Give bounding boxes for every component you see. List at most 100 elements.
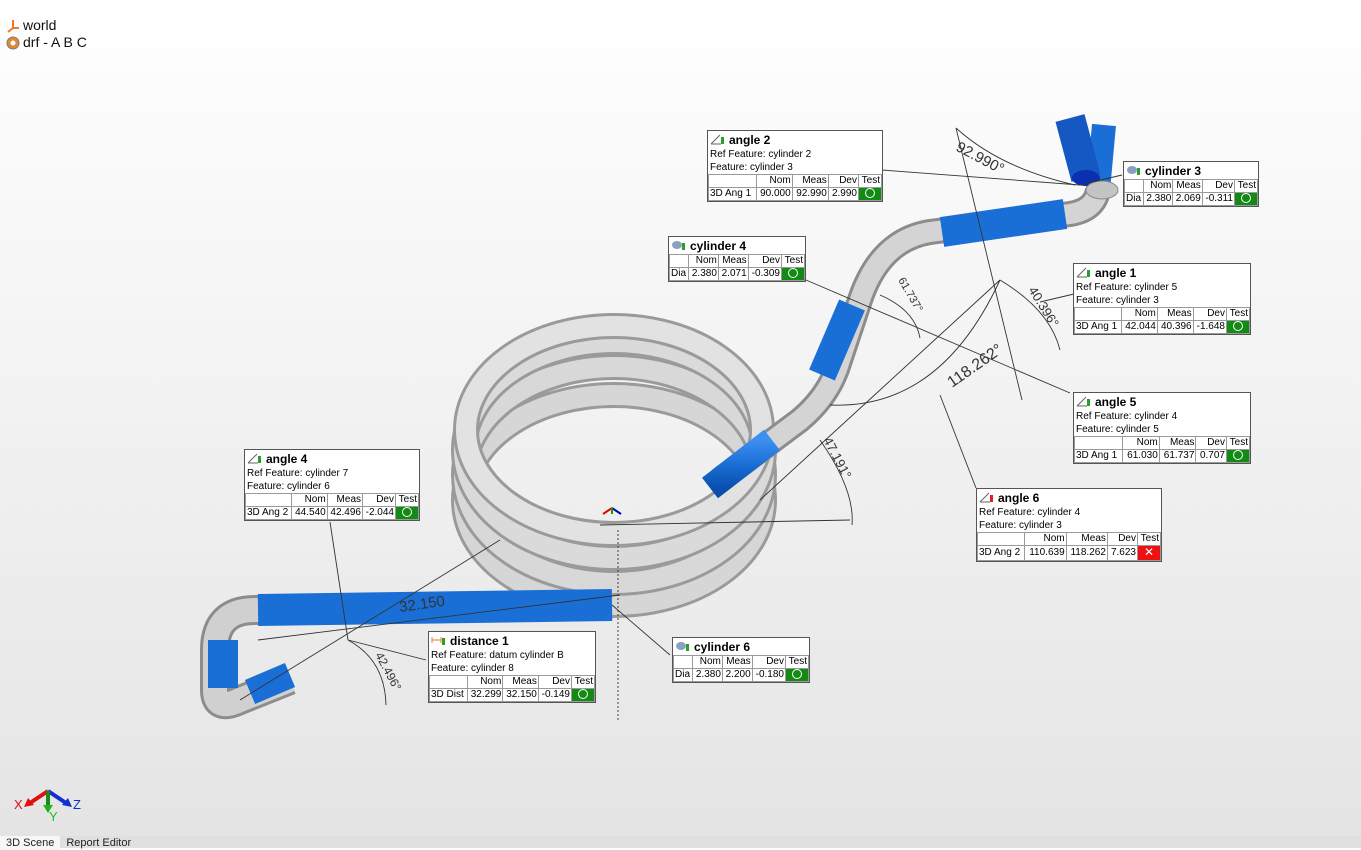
callout-title: cylinder 4	[690, 239, 747, 253]
callout-title: angle 6	[998, 491, 1040, 505]
pipe-lower	[200, 589, 613, 720]
dim-118262: 118.262°	[945, 341, 1006, 391]
feature: Feature: cylinder 3	[979, 520, 1062, 531]
angle-icon	[1076, 395, 1092, 410]
callout-title: cylinder 3	[1145, 164, 1202, 178]
pass-status	[858, 187, 882, 201]
callout-title: cylinder 6	[694, 640, 751, 654]
pass-icon	[788, 268, 798, 279]
callout-angle-4[interactable]: angle 4 Ref Feature: cylinder 7 Feature:…	[244, 449, 420, 521]
dim-42496: 42.496°	[372, 650, 404, 693]
dimension-lines	[239, 127, 1123, 720]
feature-tree: world drf - A B C	[6, 17, 87, 51]
tree-item-label: drf - A B C	[23, 34, 87, 50]
tab-report-editor[interactable]: Report Editor	[66, 837, 132, 849]
cylinder-icon	[1126, 164, 1142, 179]
pass-icon	[865, 188, 875, 199]
callout-angle-6[interactable]: angle 6 Ref Feature: cylinder 4 Feature:…	[976, 488, 1162, 562]
pass-icon	[402, 507, 412, 518]
pass-status	[781, 267, 805, 281]
distance-icon	[431, 634, 447, 649]
feature: Feature: cylinder 8	[431, 663, 514, 674]
pass-icon	[1233, 450, 1243, 461]
ref-feature: Ref Feature: cylinder 5	[1076, 282, 1178, 293]
tab-3d-scene[interactable]: 3D Scene	[0, 836, 61, 850]
pass-status	[785, 668, 809, 682]
fail-status: ✕	[1137, 545, 1161, 561]
ref-feature: Ref Feature: datum cylinder B	[431, 650, 564, 661]
pass-status	[571, 688, 595, 702]
datum-reference-frame-icon	[6, 36, 20, 49]
ref-feature: Ref Feature: cylinder 4	[979, 507, 1081, 518]
callout-angle-5[interactable]: angle 5 Ref Feature: cylinder 4 Feature:…	[1073, 392, 1251, 464]
pass-icon	[1241, 193, 1251, 204]
dim-92990: 92.990°	[953, 139, 1007, 178]
ref-feature: Ref Feature: cylinder 7	[247, 468, 349, 479]
angle-icon	[247, 452, 263, 467]
axis-y-label: Y	[49, 809, 58, 823]
callout-title: angle 2	[729, 133, 771, 147]
view-tabs: 3D Scene Report Editor	[0, 836, 1361, 850]
callout-title: angle 1	[1095, 266, 1137, 280]
feature: Feature: cylinder 3	[710, 162, 793, 173]
pass-status	[1226, 320, 1250, 334]
axis-x-label: X	[14, 797, 23, 812]
dim-47191: 47.191°	[820, 434, 854, 481]
coil	[451, 313, 777, 618]
dim-32150: 32.150	[398, 593, 446, 616]
tree-item-drf[interactable]: drf - A B C	[6, 34, 87, 51]
callout-angle-1[interactable]: angle 1 Ref Feature: cylinder 5 Feature:…	[1073, 263, 1251, 335]
feature: Feature: cylinder 6	[247, 481, 330, 492]
dim-61737: 61.737°	[895, 276, 924, 315]
pass-icon	[792, 669, 802, 680]
pass-status	[1234, 192, 1258, 206]
cylinder-icon	[671, 239, 687, 254]
axis-triad[interactable]: X Y Z	[14, 783, 84, 823]
tree-item-world[interactable]: world	[6, 17, 87, 34]
origin-marker	[602, 507, 622, 515]
feature: Feature: cylinder 5	[1076, 424, 1159, 435]
angle-fail-icon	[979, 491, 995, 506]
callout-title: angle 4	[266, 452, 308, 466]
tree-item-label: world	[23, 17, 57, 33]
callout-distance-1[interactable]: distance 1 Ref Feature: datum cylinder B…	[428, 631, 596, 703]
pass-icon	[1233, 321, 1243, 332]
fail-icon: ✕	[1143, 545, 1155, 559]
pass-icon	[578, 689, 588, 700]
ref-feature: Ref Feature: cylinder 2	[710, 149, 812, 160]
pass-status	[1226, 449, 1250, 463]
pipe-riser	[702, 114, 1119, 499]
dim-40396: 40.396°	[1025, 284, 1062, 330]
feature: Feature: cylinder 3	[1076, 295, 1159, 306]
angle-icon	[710, 133, 726, 148]
callout-title: distance 1	[450, 634, 509, 648]
axis-z-label: Z	[73, 797, 81, 812]
callout-angle-2[interactable]: angle 2 Ref Feature: cylinder 2 Feature:…	[707, 130, 883, 202]
angle-icon	[1076, 266, 1092, 281]
pass-status	[395, 506, 419, 520]
cylinder-icon	[675, 640, 691, 655]
callout-title: angle 5	[1095, 395, 1137, 409]
